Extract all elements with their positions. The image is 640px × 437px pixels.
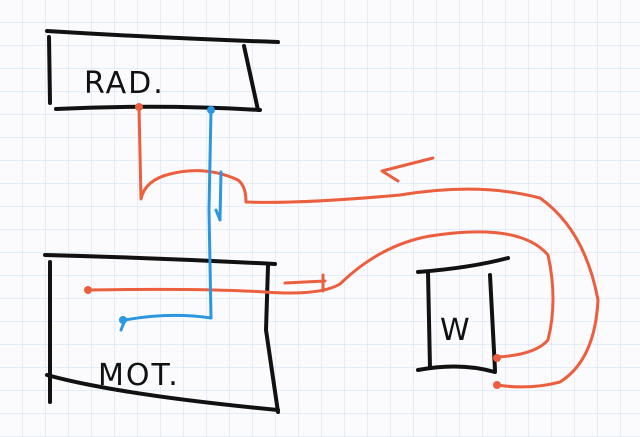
return-arrow-icon <box>380 156 435 183</box>
radiator-label: RAD. <box>84 66 165 101</box>
radiator-blue-terminal <box>207 106 215 114</box>
radiator-red-terminal <box>135 103 143 111</box>
flow-arrow-icon <box>283 273 327 293</box>
radiator-box: RAD. <box>45 29 280 112</box>
motor-label: MOT. <box>98 358 180 393</box>
blue-wire <box>119 108 213 332</box>
w-terminal-upper <box>493 354 501 362</box>
w-label: W <box>440 313 472 348</box>
w-box: W <box>416 256 510 374</box>
motor-red-terminal <box>84 286 92 294</box>
down-arrow-icon <box>214 170 223 222</box>
red-wire-top <box>137 105 600 389</box>
motor-blue-terminal <box>119 316 127 324</box>
w-terminal-lower <box>493 381 501 389</box>
motor-box: MOT. <box>43 253 280 414</box>
red-wire-bottom <box>86 230 555 359</box>
